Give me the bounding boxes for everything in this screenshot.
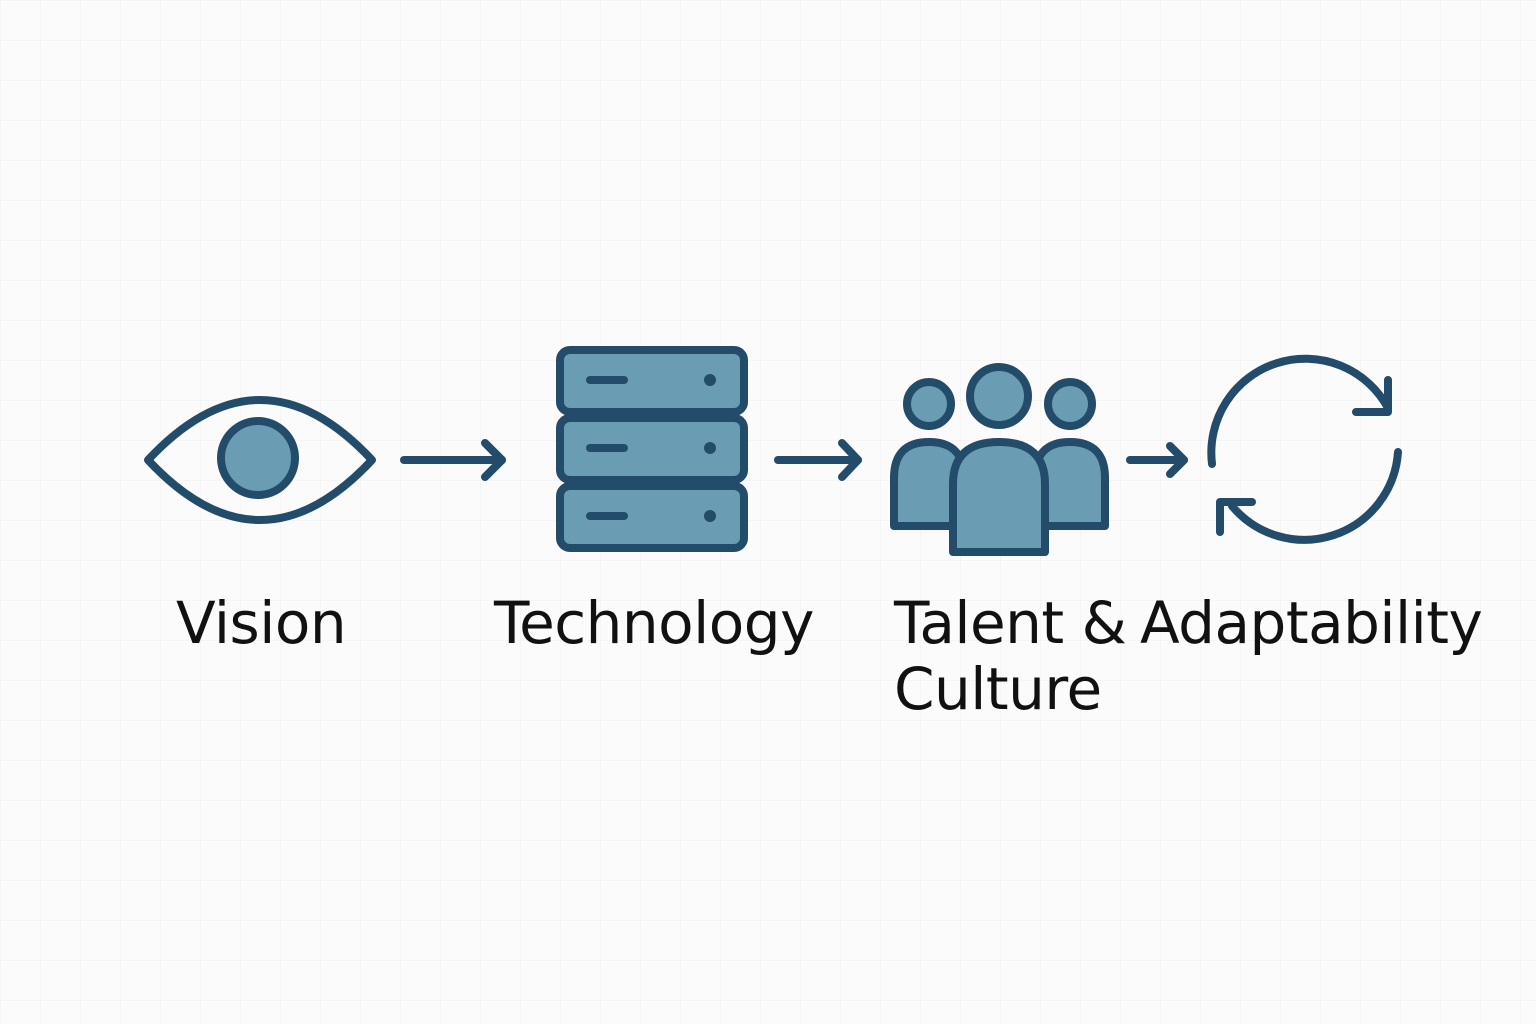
server-icon bbox=[556, 346, 748, 552]
people-icon bbox=[890, 363, 1109, 556]
step-label-vision: Vision bbox=[176, 589, 347, 657]
arrow-right-icon bbox=[774, 439, 862, 481]
refresh-icon bbox=[1207, 354, 1402, 544]
arrow-right-icon bbox=[400, 439, 506, 481]
eye-icon bbox=[144, 396, 376, 524]
step-label-adaptability: Adaptability bbox=[1140, 589, 1483, 657]
step-label-talent-culture: Talent & Culture bbox=[894, 589, 1127, 723]
arrow-right-icon bbox=[1126, 442, 1188, 478]
step-label-technology: Technology bbox=[494, 589, 814, 657]
